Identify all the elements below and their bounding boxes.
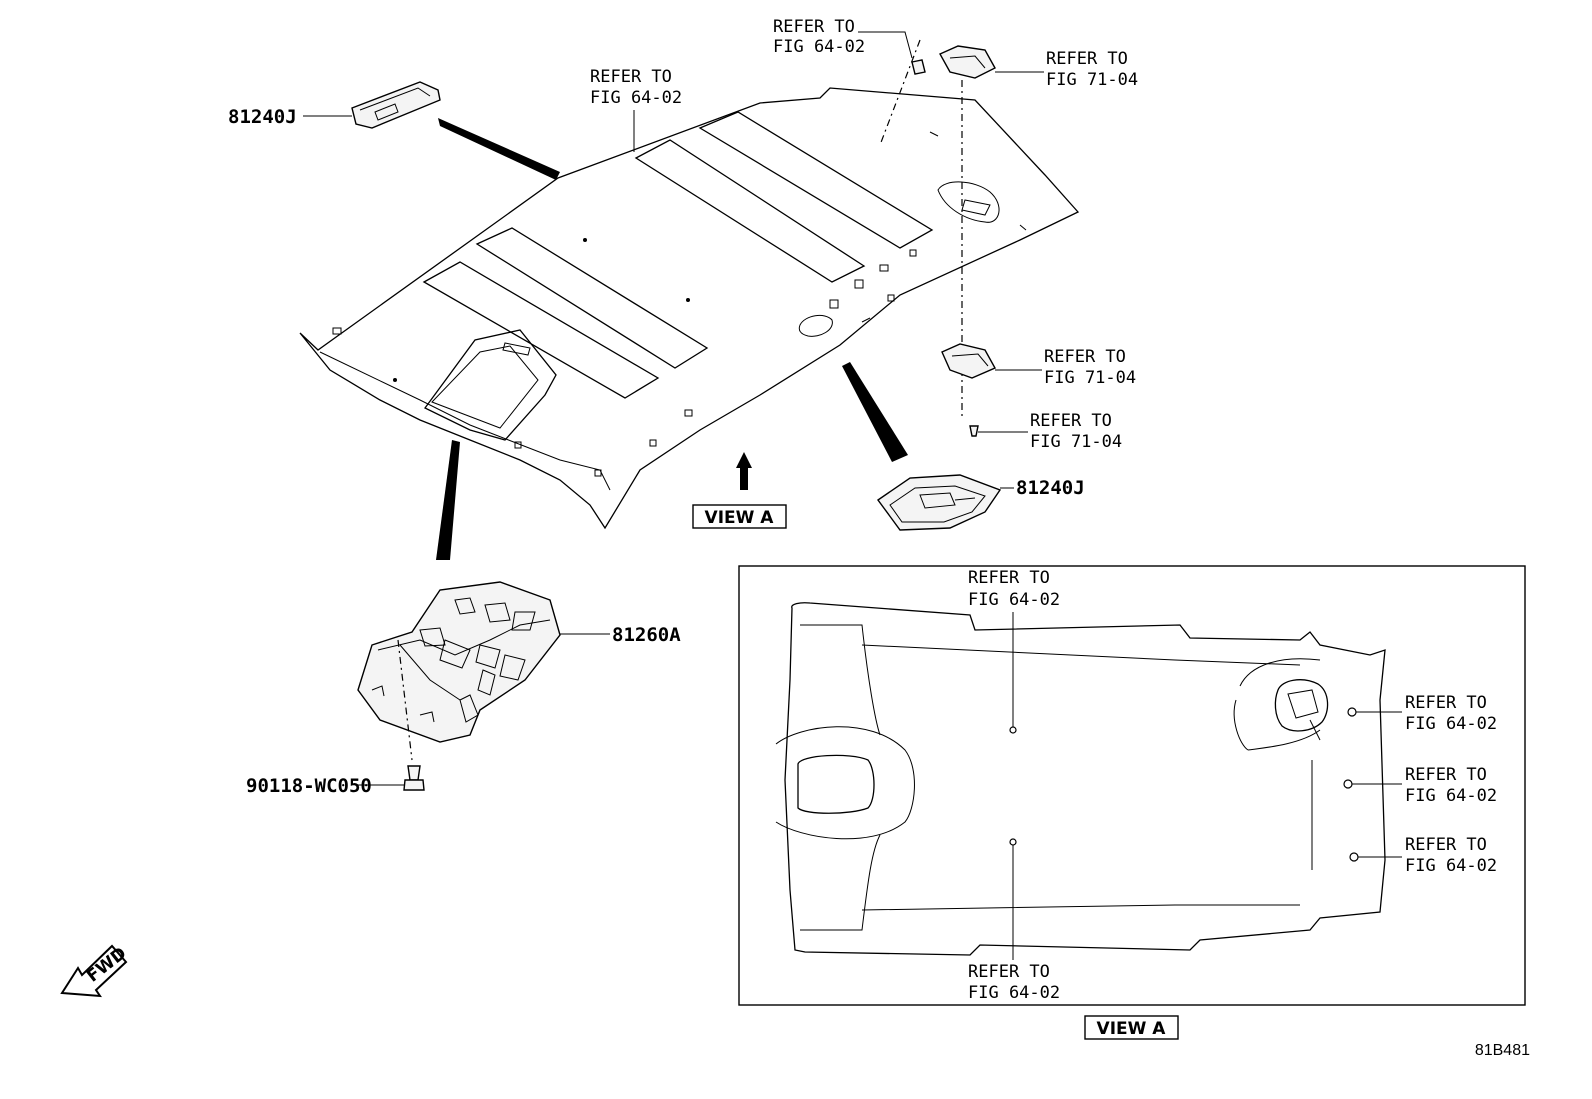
refer-label-64-02-e-line2: FIG 64-02 — [1405, 786, 1497, 806]
refer-label-64-02-f-line2: FIG 64-02 — [1405, 856, 1497, 876]
refer-label-64-02-d-line2: FIG 64-02 — [1405, 714, 1497, 734]
refer-label-71-04-c-line1: REFER TO — [1030, 411, 1112, 431]
callout-wedge-console — [436, 440, 460, 560]
view-a-label-bottom: VIEW A — [1097, 1019, 1167, 1039]
refer-label-71-04-a-line2: FIG 71-04 — [1046, 70, 1138, 90]
refer-label-71-04-b-line2: FIG 71-04 — [1044, 368, 1136, 388]
rear-lamp-bracket-lower — [941, 343, 996, 379]
part-number-81240J-top: 81240J — [228, 106, 297, 128]
part-number-81260A: 81260A — [612, 624, 681, 646]
roof-strips — [422, 111, 934, 399]
refer-label-64-02-d-line1: REFER TO — [1405, 693, 1487, 713]
rear-lamp-pocket — [937, 181, 1000, 223]
refer-label-64-02-a-line1: REFER TO — [590, 67, 672, 87]
view-a-panel — [738, 565, 1526, 1006]
screw-icon — [403, 765, 425, 791]
refer-label-64-02-e-line1: REFER TO — [1405, 765, 1487, 785]
fwd-arrow-icon: FWD — [60, 943, 130, 998]
clip-top-icon — [911, 59, 926, 75]
view-a-lamp-pocket — [1274, 679, 1329, 732]
view-a-label-top: VIEW A — [705, 508, 775, 528]
rear-lamp-bracket-upper — [939, 45, 996, 79]
console-box-81260A — [357, 581, 561, 743]
refer-label-64-02-b-line2: FIG 64-02 — [773, 37, 865, 57]
view-a-tag-bottom: VIEW A — [1084, 1015, 1179, 1040]
refer-label-71-04-a-line1: REFER TO — [1046, 49, 1128, 69]
roof-headliner — [299, 87, 1080, 530]
refer-label-71-04-b-line1: REFER TO — [1044, 347, 1126, 367]
refer-label-64-02-g-line1: REFER TO — [968, 962, 1050, 982]
callout-wedge-rear-lamp — [842, 362, 908, 462]
refer-label-64-02-c-line2: FIG 64-02 — [968, 590, 1060, 610]
figure-id: 81B481 — [1475, 1042, 1530, 1059]
refer-label-64-02-b-line1: REFER TO — [773, 17, 855, 37]
part-number-90118-WC050: 90118-WC050 — [246, 775, 372, 797]
view-a-arrow — [736, 452, 752, 490]
map-lamp-bottom-81240J — [877, 474, 1002, 531]
map-lamp-top-81240J — [351, 81, 441, 129]
console-opening — [424, 329, 557, 441]
refer-label-64-02-c-line1: REFER TO — [968, 568, 1050, 588]
refer-label-71-04-c-line2: FIG 71-04 — [1030, 432, 1122, 452]
screw-small-icon — [969, 425, 979, 437]
view-a-tag-top: VIEW A — [692, 504, 787, 529]
refer-label-64-02-g-line2: FIG 64-02 — [968, 983, 1060, 1003]
refer-label-64-02-f-line1: REFER TO — [1405, 835, 1487, 855]
part-number-81240J-bottom: 81240J — [1016, 477, 1085, 499]
callout-wedge-top-lamp — [438, 118, 560, 180]
refer-label-64-02-a-line2: FIG 64-02 — [590, 88, 682, 108]
